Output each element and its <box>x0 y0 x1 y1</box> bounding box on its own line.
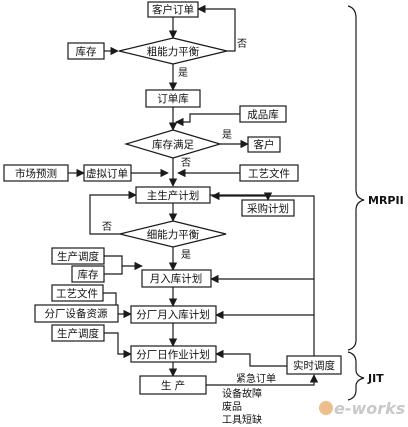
mrp-bracket <box>347 5 365 351</box>
node-monthly-stock-plan: 月入库计划 <box>141 269 212 288</box>
branch-equipment-text: 分厂设备资源 <box>45 307 108 320</box>
disturbance-item: 废品 <box>222 400 242 413</box>
process-file-1-text: 工艺文件 <box>248 167 290 180</box>
node-market-forecast: 市场预测 <box>3 164 69 182</box>
branch-daily-plan-text: 分厂日作业计划 <box>136 348 210 361</box>
rough-capacity-text: 粗能力平衡 <box>147 45 200 58</box>
production-dispatch-1-text: 生产调度 <box>57 250 99 263</box>
production-text: 生 产 <box>161 379 185 392</box>
node-branch-equipment: 分厂设备资源 <box>34 304 119 323</box>
node-realtime-dispatch: 实时调度 <box>286 355 342 375</box>
disturbance-item: 紧急订单 <box>236 372 276 385</box>
disturbance-list: 紧急订单 设备故障 废品 工具短缺 <box>222 372 276 426</box>
purchase-plan-text: 采购计划 <box>247 202 289 215</box>
node-customer: 客户 <box>247 136 281 153</box>
node-fine-capacity: 细能力平衡 <box>119 220 227 248</box>
disturbance-item: 设备故障 <box>222 387 262 400</box>
inventory-top-text: 库存 <box>76 45 97 58</box>
node-finished-goods-store: 成品库 <box>239 105 287 123</box>
node-inventory-mid: 库存 <box>71 265 105 283</box>
node-customer-order: 客户订单 <box>147 1 199 18</box>
realtime-dispatch-text: 实时调度 <box>293 359 335 372</box>
node-purchase-plan: 采购计划 <box>241 199 295 217</box>
node-process-file-1: 工艺文件 <box>239 164 299 182</box>
label-no-3: 否 <box>102 221 112 233</box>
order-store-text: 订单库 <box>157 92 189 105</box>
jit-label: JIT <box>367 372 384 385</box>
watermark-logo: e-works <box>319 399 405 418</box>
stock-satisfied-text: 库存满足 <box>152 138 194 151</box>
node-process-file-2: 工艺文件 <box>51 284 104 302</box>
fine-capacity-text: 细能力平衡 <box>147 228 200 241</box>
label-no-1: 否 <box>237 38 247 50</box>
disturbance-item: 工具短缺 <box>222 413 262 426</box>
production-dispatch-2-text: 生产调度 <box>57 327 99 340</box>
label-no-2: 否 <box>181 157 191 169</box>
branch-monthly-plan-text: 分厂月入库计划 <box>136 308 210 321</box>
label-yes-1: 是 <box>178 67 188 79</box>
node-stock-satisfied: 库存满足 <box>123 129 223 159</box>
master-plan-text: 主生产计划 <box>147 189 200 202</box>
node-order-store: 订单库 <box>145 89 201 108</box>
node-branch-daily-plan: 分厂日作业计划 <box>130 345 217 363</box>
inventory-mid-text: 库存 <box>78 268 99 281</box>
market-forecast-text: 市场预测 <box>15 167 57 180</box>
monthly-stock-plan-text: 月入库计划 <box>150 272 203 285</box>
connectors <box>68 4 319 386</box>
node-branch-monthly-plan: 分厂月入库计划 <box>130 305 217 324</box>
node-production-dispatch-2: 生产调度 <box>51 324 105 342</box>
virtual-order-text: 虚拟订单 <box>86 167 128 180</box>
process-file-2-text: 工艺文件 <box>56 287 98 300</box>
watermark-text: e-works <box>334 399 405 418</box>
node-production: 生 产 <box>139 375 207 395</box>
node-virtual-order: 虚拟订单 <box>83 164 132 182</box>
customer-order-text: 客户订单 <box>152 3 194 16</box>
finished-goods-store-text: 成品库 <box>247 108 279 121</box>
node-master-plan: 主生产计划 <box>135 186 211 204</box>
node-inventory-top: 库存 <box>67 42 105 60</box>
customer-text: 客户 <box>254 138 275 151</box>
mrp-label: MRPII <box>368 194 404 207</box>
node-rough-capacity: 粗能力平衡 <box>118 37 228 65</box>
label-yes-3: 是 <box>181 249 191 261</box>
jit-bracket <box>347 351 365 401</box>
node-production-dispatch-1: 生产调度 <box>51 247 105 265</box>
label-yes-2: 是 <box>222 129 232 141</box>
